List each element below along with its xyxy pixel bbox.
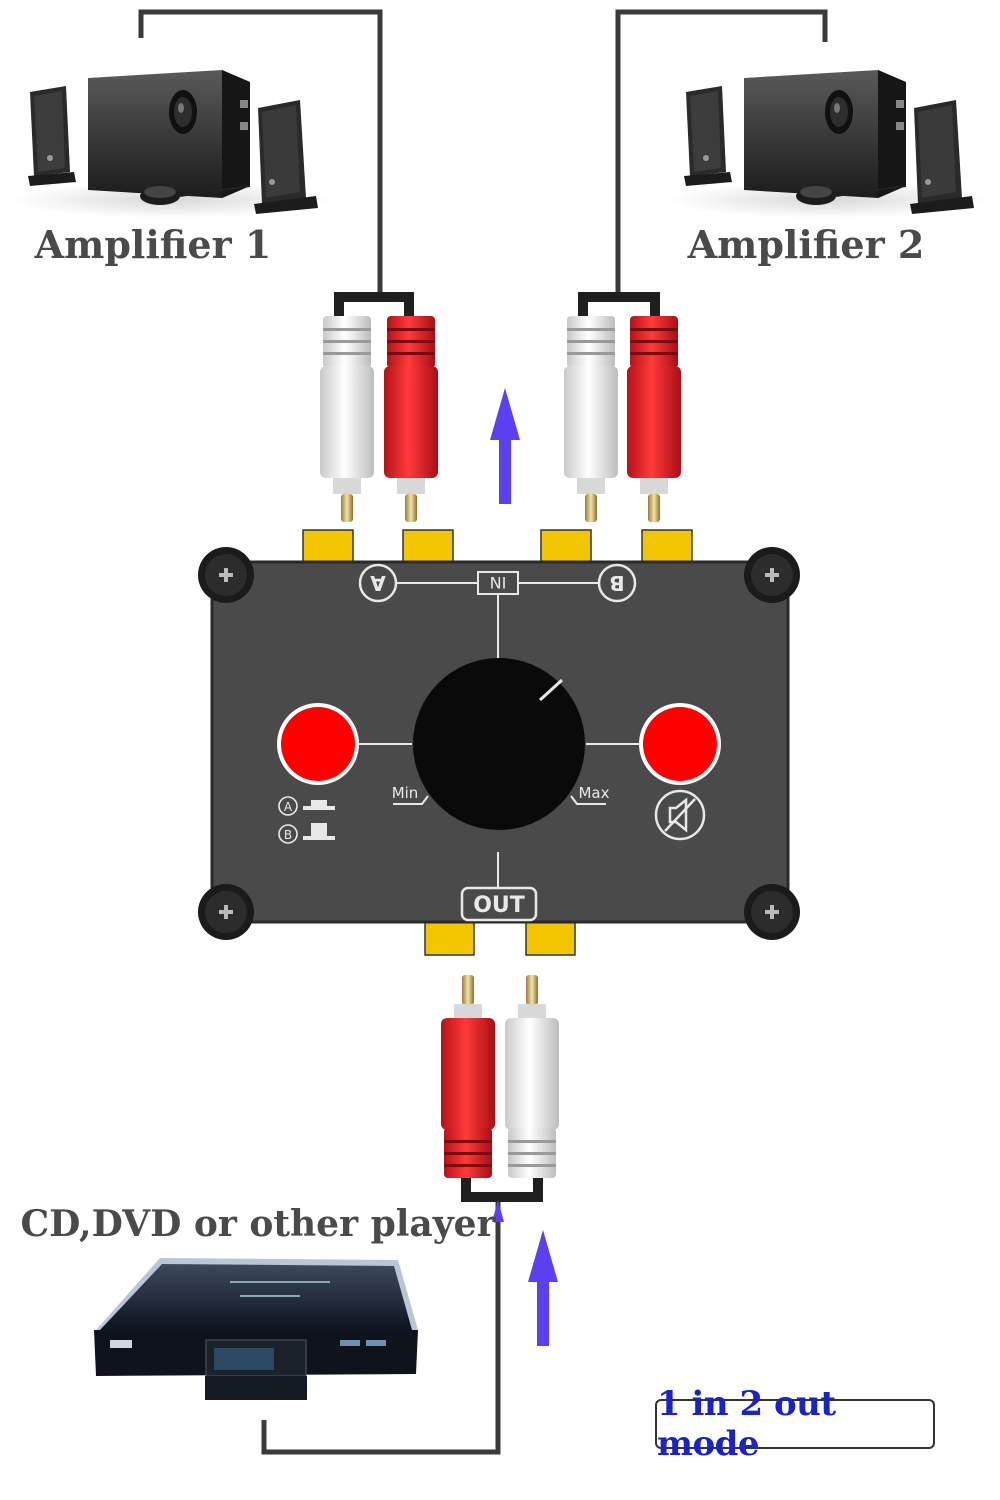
screw-icon (744, 884, 800, 940)
rca-plug-white-a (320, 316, 374, 522)
rca-plug-white-out (505, 975, 559, 1178)
max-label: Max (578, 784, 609, 802)
switch-a-label: A (284, 800, 293, 814)
out-badge: OUT (460, 886, 538, 922)
amplifier-1-image (12, 70, 332, 218)
screw-icon (744, 547, 800, 603)
screw-icon (198, 884, 254, 940)
amplifier-1-label: Amplifier 1 (34, 222, 272, 267)
port-b-label: B (609, 571, 624, 595)
rca-plug-red-b (627, 316, 681, 522)
rca-plug-white-b (564, 316, 618, 522)
rca-plug-pair-b (564, 292, 681, 522)
amplifier-2-image (668, 70, 988, 218)
port-b-right (641, 529, 693, 565)
port-a-left (302, 529, 354, 565)
switcher-box: A B IN Min Max (198, 529, 800, 956)
player-image (94, 1258, 418, 1400)
mode-badge: 1 in 2 out mode (655, 1384, 935, 1464)
amplifier-2-label: Amplifier 2 (687, 222, 925, 267)
cable-amplifier-2 (615, 9, 828, 295)
in-badge: IN (477, 571, 519, 595)
port-b-badge: B (597, 563, 637, 603)
port-out-left (424, 920, 475, 956)
mode-label: 1 in 2 out mode (657, 1384, 836, 1464)
ab-switch-button[interactable] (277, 703, 359, 785)
port-a-label: A (370, 571, 386, 595)
port-a-badge: A (358, 563, 398, 603)
min-label: Min (392, 784, 419, 802)
rca-plug-pair-a (320, 292, 438, 522)
volume-knob[interactable] (413, 658, 585, 830)
cable-player (261, 1200, 501, 1455)
port-out-right (525, 920, 576, 956)
out-label: OUT (473, 893, 525, 918)
arrow-up-icon (490, 388, 520, 504)
rca-plug-red-out (441, 975, 495, 1178)
rca-plug-pair-out (441, 975, 559, 1222)
mute-icon (654, 789, 706, 841)
mute-button[interactable] (639, 703, 721, 785)
rca-plug-red-a (384, 316, 438, 522)
screw-icon (198, 547, 254, 603)
arrow-up-icon (528, 1230, 558, 1346)
player-label: CD,DVD or other player (20, 1203, 496, 1245)
cable-amplifier-1 (138, 9, 383, 295)
switch-b-label: B (284, 828, 292, 842)
port-b-left (540, 529, 592, 565)
in-label: IN (490, 573, 507, 592)
switch-legend: A B (278, 796, 335, 844)
port-a-right (402, 529, 454, 565)
